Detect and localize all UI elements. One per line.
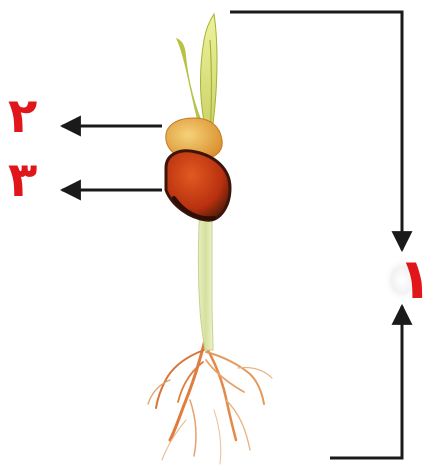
seedling-stem	[199, 205, 214, 350]
bracket-root-arrow	[330, 306, 402, 458]
seed-coat	[166, 151, 230, 220]
seedling-roots	[148, 340, 272, 464]
label-3: ٣	[8, 156, 37, 204]
label-2: ٢	[8, 92, 37, 140]
bracket-shoot-arrow	[230, 12, 402, 250]
label-1: ١	[398, 252, 432, 308]
